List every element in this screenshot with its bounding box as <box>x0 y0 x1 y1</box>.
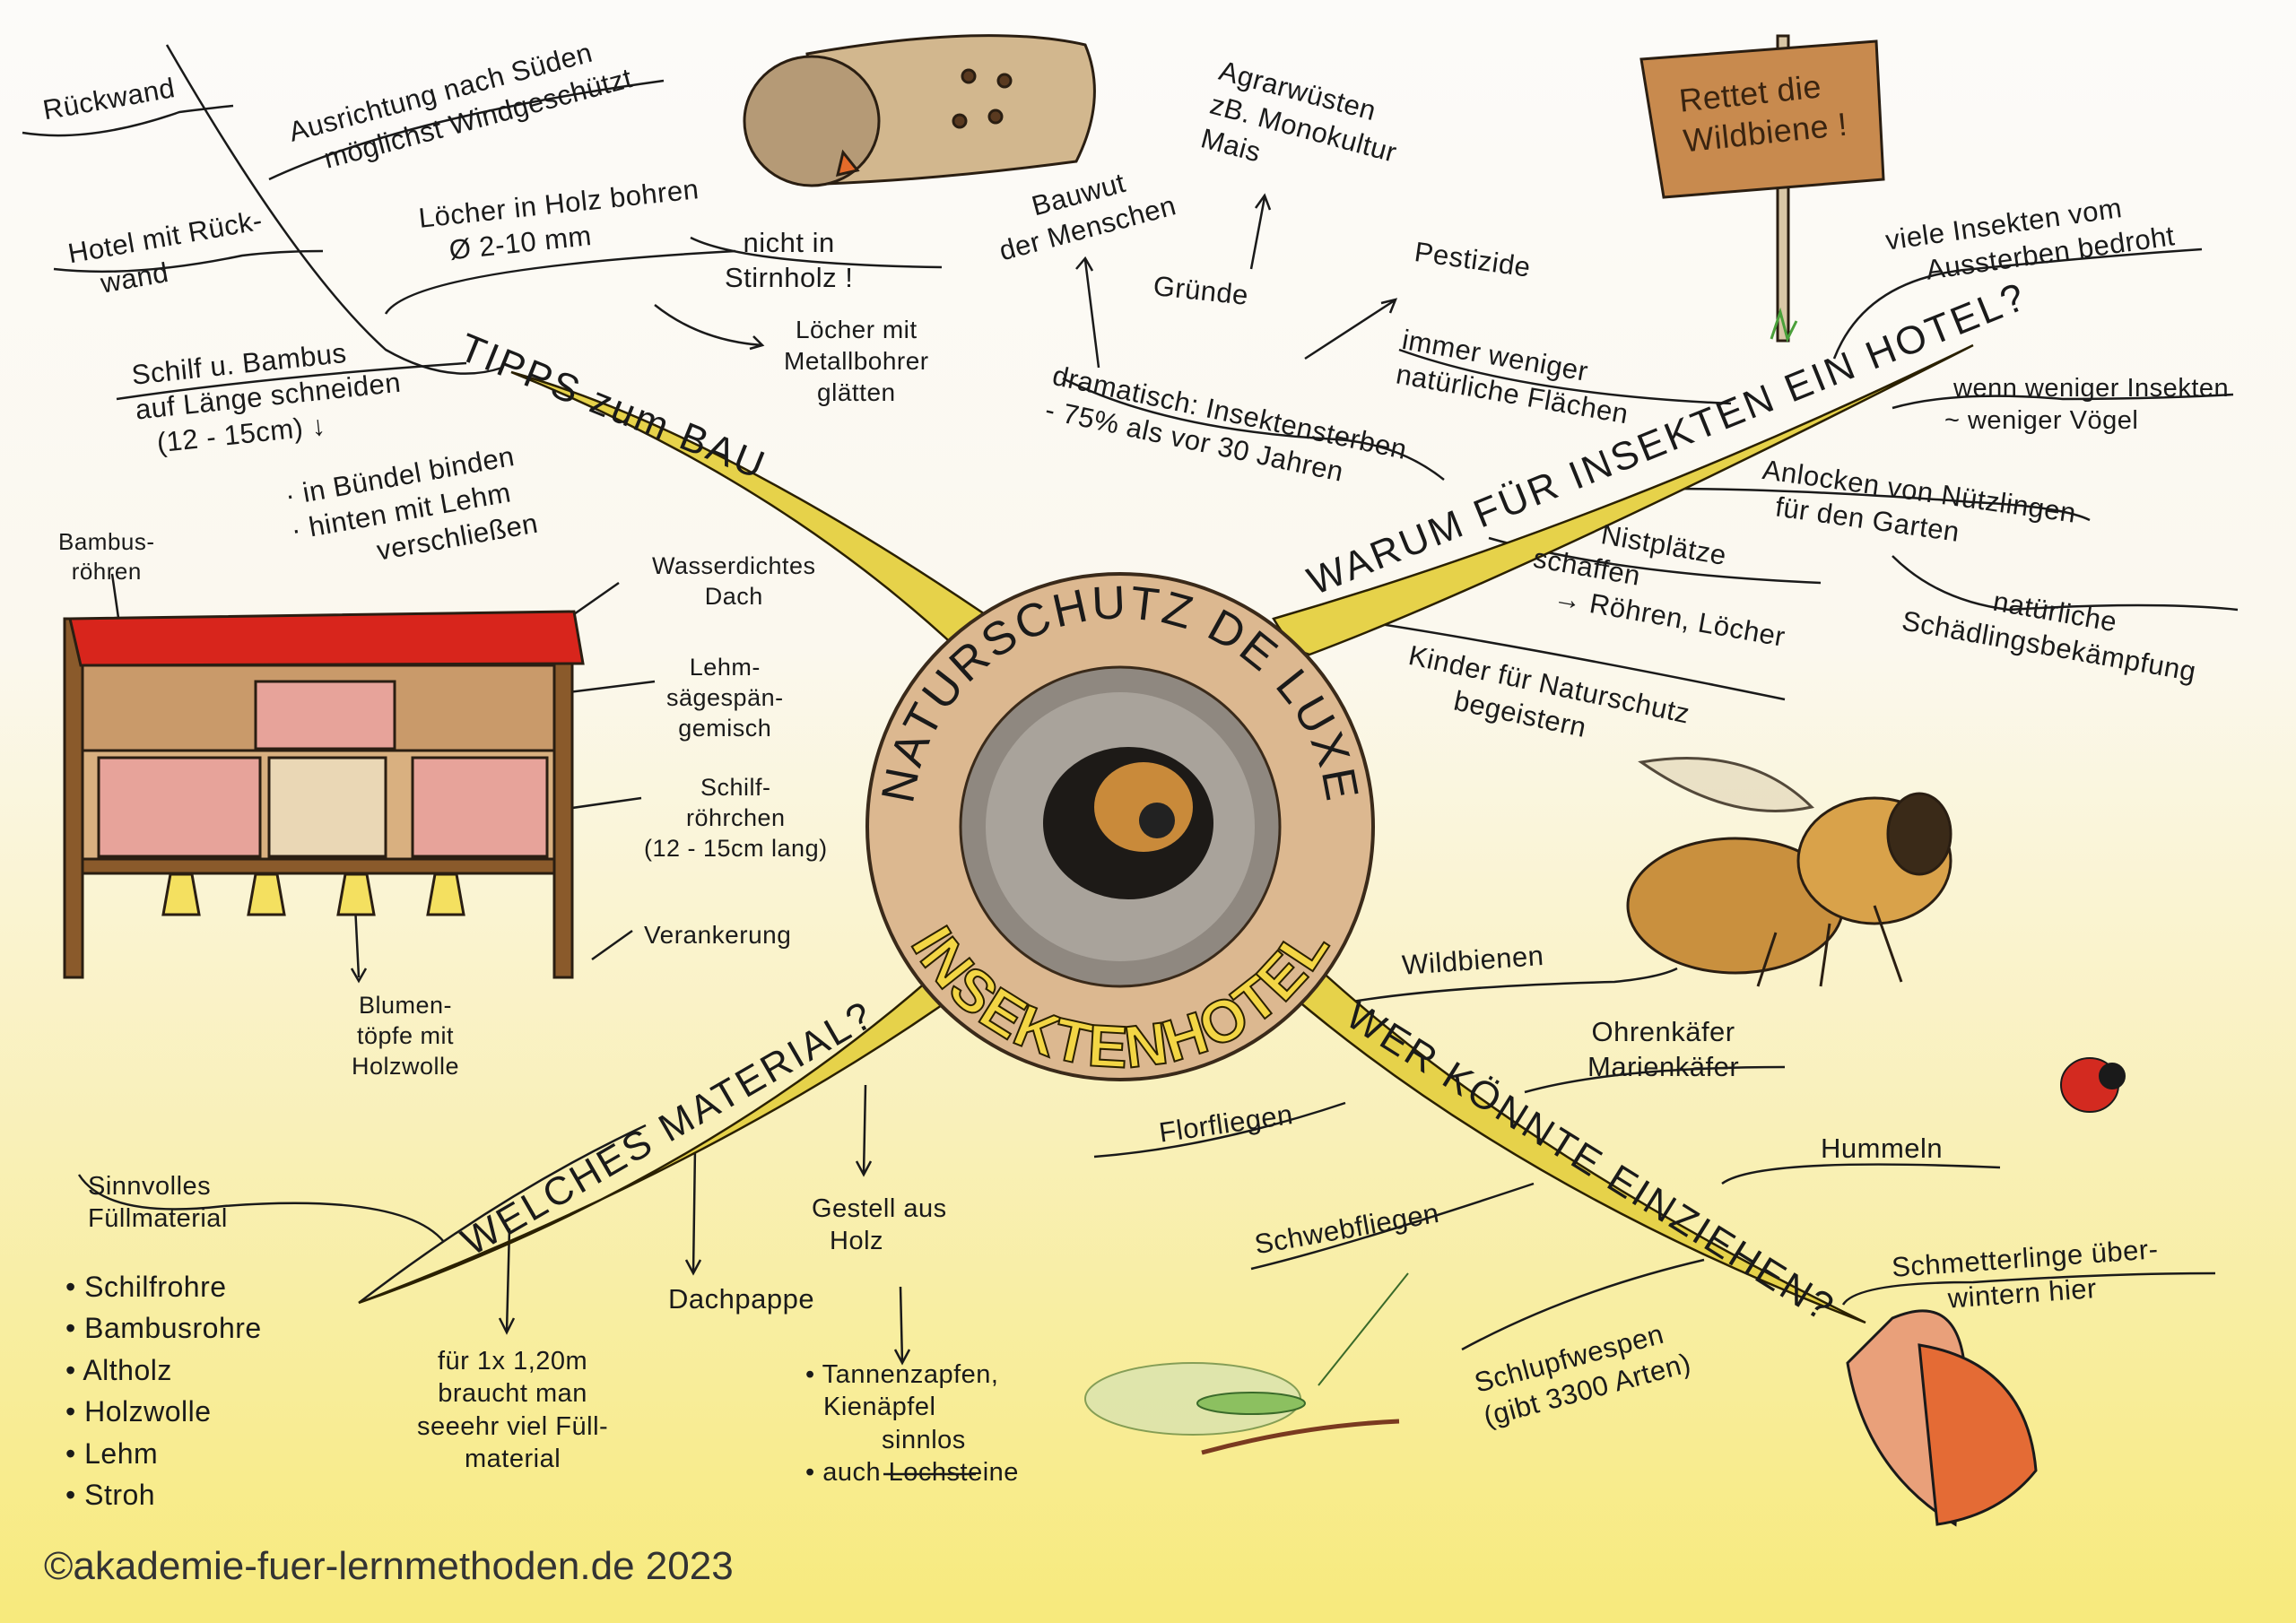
text-line: Holzwolle <box>352 1052 460 1080</box>
text-line: für 1x 1,20m <box>438 1347 588 1376</box>
text-line: Löcher mit <box>795 316 918 343</box>
text-line: Füllmaterial <box>88 1204 228 1234</box>
list-item: • Lehm <box>65 1436 159 1470</box>
text-line: Metallbohrer <box>784 347 929 375</box>
log-illustration <box>743 34 1096 187</box>
text-line: Holz <box>830 1227 884 1256</box>
text-line: material <box>465 1444 561 1473</box>
text-line: Dach <box>704 582 763 610</box>
text-line: sägespän- <box>666 683 784 711</box>
text-line: Ohrenkäfer <box>1591 1016 1735 1047</box>
text-line: wenn weniger Insekten <box>1953 374 2230 403</box>
list-item: • Bambusrohre <box>65 1312 262 1345</box>
text-line: röhrchen <box>686 803 786 831</box>
center-medallion <box>865 572 1375 1081</box>
insect-hotel-illustration <box>63 610 585 979</box>
text-line: Bambus- <box>58 528 155 555</box>
list-item: • Schilfrohre <box>65 1271 227 1303</box>
text-line: • auch Lochsteine <box>805 1457 1019 1487</box>
bee-illustration <box>1626 757 1952 987</box>
text-line: Gestell aus <box>812 1194 947 1223</box>
label-schilfroehrchen: Schilf-röhrchen (12 - 15cm lang) <box>644 773 828 864</box>
list-item: • Stroh <box>65 1478 156 1511</box>
text-line: röhren <box>71 557 142 585</box>
butterfly-illustration <box>1846 1309 2038 1527</box>
text-line: Schilf- <box>700 774 771 801</box>
text-line: Marienkäfer <box>1587 1050 1740 1082</box>
text-line: (12 - 15cm lang) <box>644 834 828 862</box>
text-line: gemisch <box>678 714 772 742</box>
text-line: • Tannenzapfen, <box>805 1360 999 1389</box>
label-bambusroehren: Bambus-röhren <box>58 527 155 586</box>
connector-lines <box>22 44 2239 1476</box>
label-tannenzapfen: • Tannenzapfen, Kienäpfel sinnlos • auch Lo… <box>805 1358 1019 1488</box>
copyright: ©akademie-fuer-lernmethoden.de 2023 <box>44 1544 734 1588</box>
text-line: Kienäpfel <box>823 1393 936 1422</box>
material-list: • Schilfrohre • Bambusrohre • Altholz • … <box>65 1266 262 1515</box>
text-line: sinnlos <box>882 1425 966 1454</box>
text-line: glätten <box>817 378 896 406</box>
text-line: Sinnvolles <box>88 1172 212 1201</box>
label-dachpappe: Dachpappe <box>668 1283 815 1315</box>
text-line: nicht in <box>743 227 835 258</box>
list-item: • Holzwolle <box>65 1395 212 1428</box>
text-line: Blumen- <box>359 992 453 1019</box>
list-item: • Altholz <box>65 1353 172 1386</box>
label-verankerung: Verankerung <box>644 921 792 949</box>
text-line: töpfe mit <box>357 1021 455 1049</box>
text-line: braucht man <box>438 1379 587 1409</box>
text-line: Stirnholz ! <box>725 261 854 293</box>
lacewing-illustration <box>1084 1272 1409 1455</box>
text-line: Lehm- <box>689 654 761 681</box>
label-lehm: Lehm-sägespän-gemisch <box>666 653 784 743</box>
text-line: ~ weniger Vögel <box>1944 406 2139 436</box>
label-hummeln: Hummeln <box>1821 1133 1944 1164</box>
text-line: seeehr viel Füll- <box>417 1411 609 1441</box>
ladybug-illustration <box>2060 1057 2126 1113</box>
label-voegel: wenn weniger Insekten ~ weniger Vögel <box>1944 372 2230 438</box>
sign-illustration <box>1639 34 1885 343</box>
text-line: Wasserdichtes <box>652 552 816 579</box>
